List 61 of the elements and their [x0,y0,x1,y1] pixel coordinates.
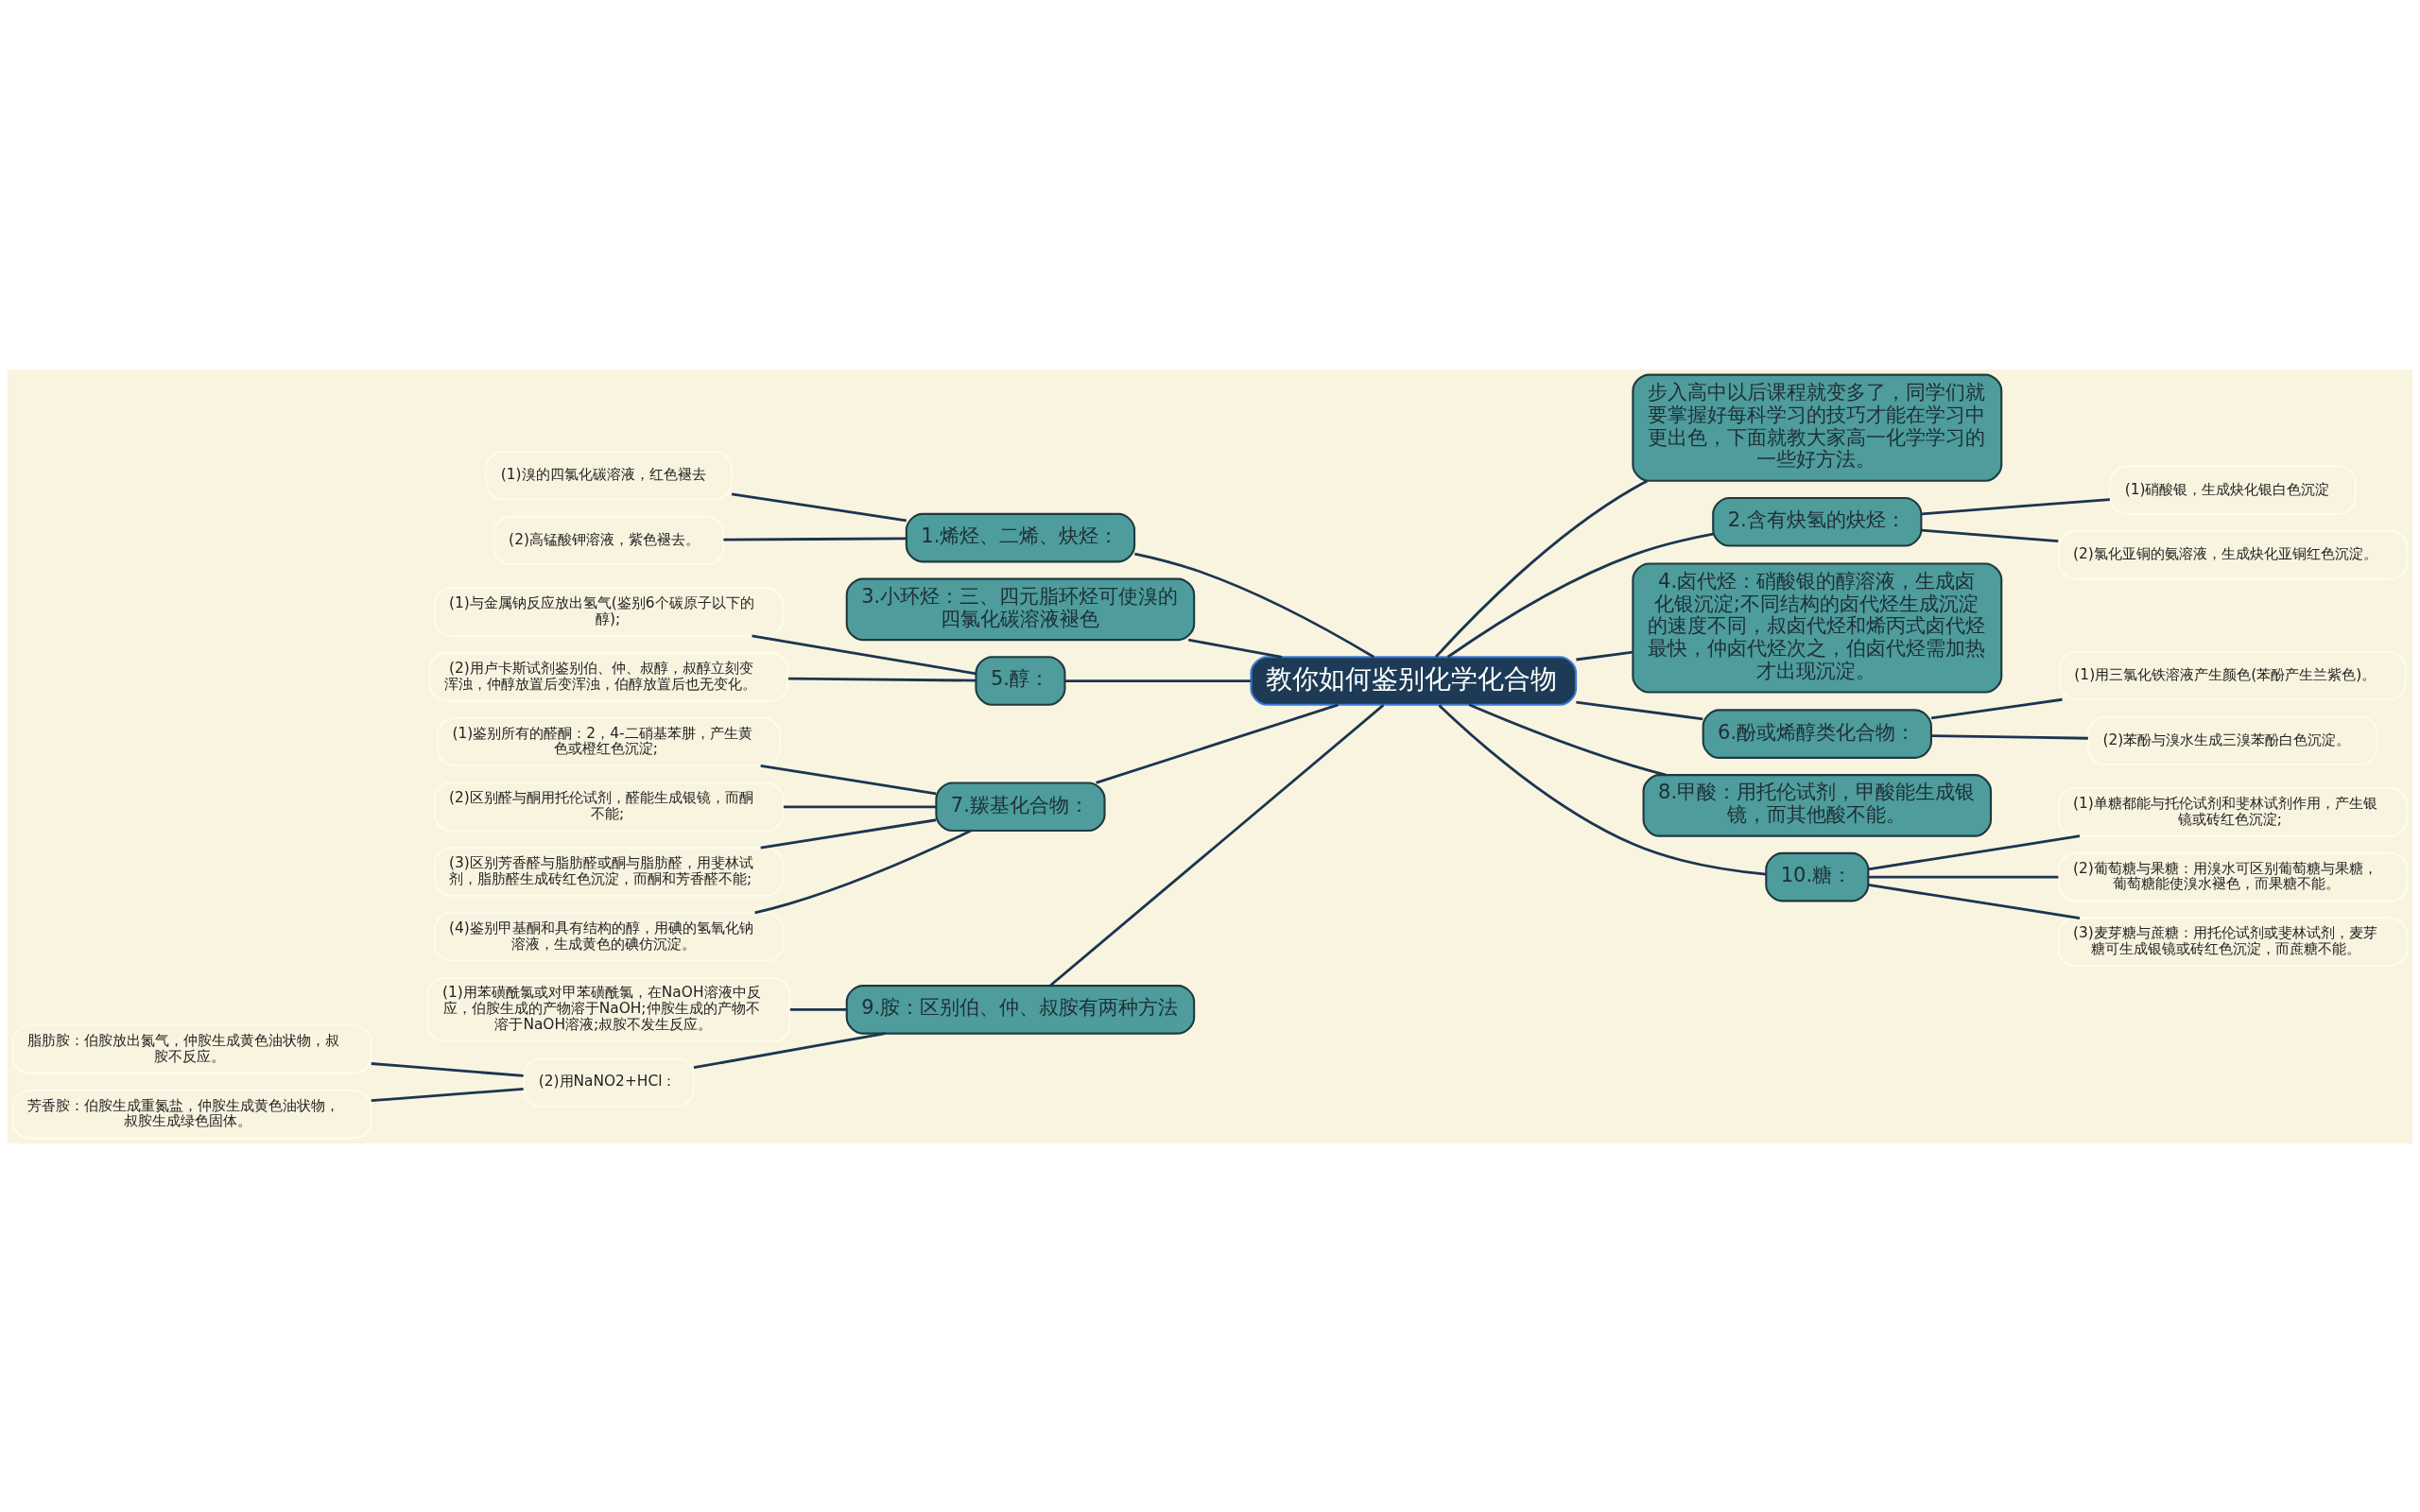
node-box: (1)单糖都能与托伦试剂和斐林试剂作用，产生银镜或砖红色沉淀; [2057,786,2409,837]
connector [1930,697,2063,719]
connector [1096,703,1339,784]
node-box: (2)葡萄糖与果糖：用溴水可区别葡萄糖与果糖，葡萄糖能使溴水褪色，而果糖不能。 [2057,851,2409,902]
connector [760,817,937,850]
node-box: 芳香胺：伯胺生成重氮盐，仲胺生成黄色油状物，叔胺生成绿色固体。 [11,1089,372,1139]
connector [731,491,907,522]
node-box: (1)溴的四氯化碳溶液，红色褪去 [485,450,733,500]
node-box: 10.糖： [1765,851,1870,902]
node-box: 2.含有炔氢的炔烃： [1712,496,1923,547]
connector [1187,638,1283,659]
connector [1435,479,1649,658]
connector [1438,703,1767,876]
connector [1921,497,2110,515]
connector [1868,833,2081,870]
connector [1049,703,1385,987]
node-box: 教你如何鉴别化学化合物 [1250,655,1578,706]
node-box: 脂肪胺：伯胺放出氮气，仲胺生成黄色油状物，叔胺不反应。 [11,1023,372,1074]
node-box: (1)用三氯化铁溶液产生颜色(苯酚产生兰紫色)。 [2058,650,2407,700]
node-box: (2)苯酚与溴水生成三溴苯酚白色沉淀。 [2087,714,2378,765]
node-box: (2)区别醛与酮用托伦试剂，醛能生成银镜，而酮不能; [433,782,785,832]
node-box: 6.酚或烯醇类化合物： [1702,708,1932,759]
connector [754,829,972,914]
node-box: 7.羰基化合物： [935,782,1106,832]
connector [760,764,937,795]
connector [787,677,977,681]
connector [752,634,977,675]
node-box: 3.小环烃：三、四元脂环烃可使溴的四氯化碳溶液褪色 [845,577,1196,641]
node-box: 9.胺：区别伯、仲、叔胺有两种方法 [845,984,1196,1035]
connector [371,1061,524,1077]
node-box: 5.醇： [975,655,1066,706]
node-box: 步入高中以后课程就变多了，同学们就要掌握好每科学习的技巧才能在学习中更出色，下面就教大家高一化学学习的一些好方法。 [1632,373,2003,482]
node-box: (4)鉴别甲基酮和具有结构的醇，用碘的氢氧化钠溶液，生成黄色的碘仿沉淀。 [433,911,785,961]
node-box: (1)用苯磺酰氯或对甲苯磺酰氯，在NaOH溶液中反应，伯胺生成的产物溶于NaOH;仲胺生成的产物不溶于NaOH溶液;叔胺不发生反应。 [426,976,791,1042]
connector [693,1031,886,1069]
node-box: (3)区别芳香醛与脂肪醛或酮与脂肪醛，用斐林试剂，脂肪醛生成砖红色沉淀，而酮和芳香醛不能; [433,846,785,897]
connector [723,537,907,541]
node-box: (2)用卢卡斯试剂鉴别伯、仲、叔醇，叔醇立刻变浑浊，仲醇放置后变浑浊，伯醇放置后也无变化。 [428,651,789,702]
node-box: (3)麦芽糖与蔗糖：用托伦试剂或斐林试剂，麦芽糖可生成银镜或砖红色沉淀，而蔗糖不能。 [2057,917,2409,967]
node-box: 8.甲酸：用托伦试剂，甲酸能生成银镜，而其他酸不能。 [1642,773,1993,837]
node-box: (1)鉴别所有的醛酮：2，4-二硝基苯肼，产生黄色或橙红色沉淀; [437,716,781,766]
connector [1576,650,1634,661]
connector [1134,552,1375,658]
node-box: (1)与金属钠反应放出氢气(鉴别6个碳原子以下的醇); [433,586,785,637]
connector [371,1087,524,1102]
connector [1931,733,2088,740]
connector [1468,703,1667,776]
node-box: (2)用NaNO2+HCl： [523,1057,695,1108]
connector [1921,528,2059,542]
node-box: (2)高锰酸钾溶液，紫色褪去。 [493,515,725,565]
node-box: (2)氯化亚铜的氨溶液，生成炔化亚铜红色沉淀。 [2057,529,2409,580]
connector [1446,532,1714,658]
connector [1064,679,1252,682]
connector [789,1007,847,1011]
node-box: 4.卤代烃：硝酸银的醇溶液，生成卤化银沉淀;不同结构的卤代烃生成沉淀的速度不同，叔卤代烃和烯丙式卤代烃最快，仲卤代烃次之，伯卤代烃需加热才出现沉淀。 [1632,561,2003,694]
connector [783,804,937,808]
node-box: 1.烯烃、二烯、炔烃： [905,512,1136,562]
connector [1868,875,2059,878]
connector [1576,700,1703,720]
connector [1868,883,2081,919]
node-box: (1)硝酸银，生成炔化银白色沉淀 [2109,464,2357,515]
